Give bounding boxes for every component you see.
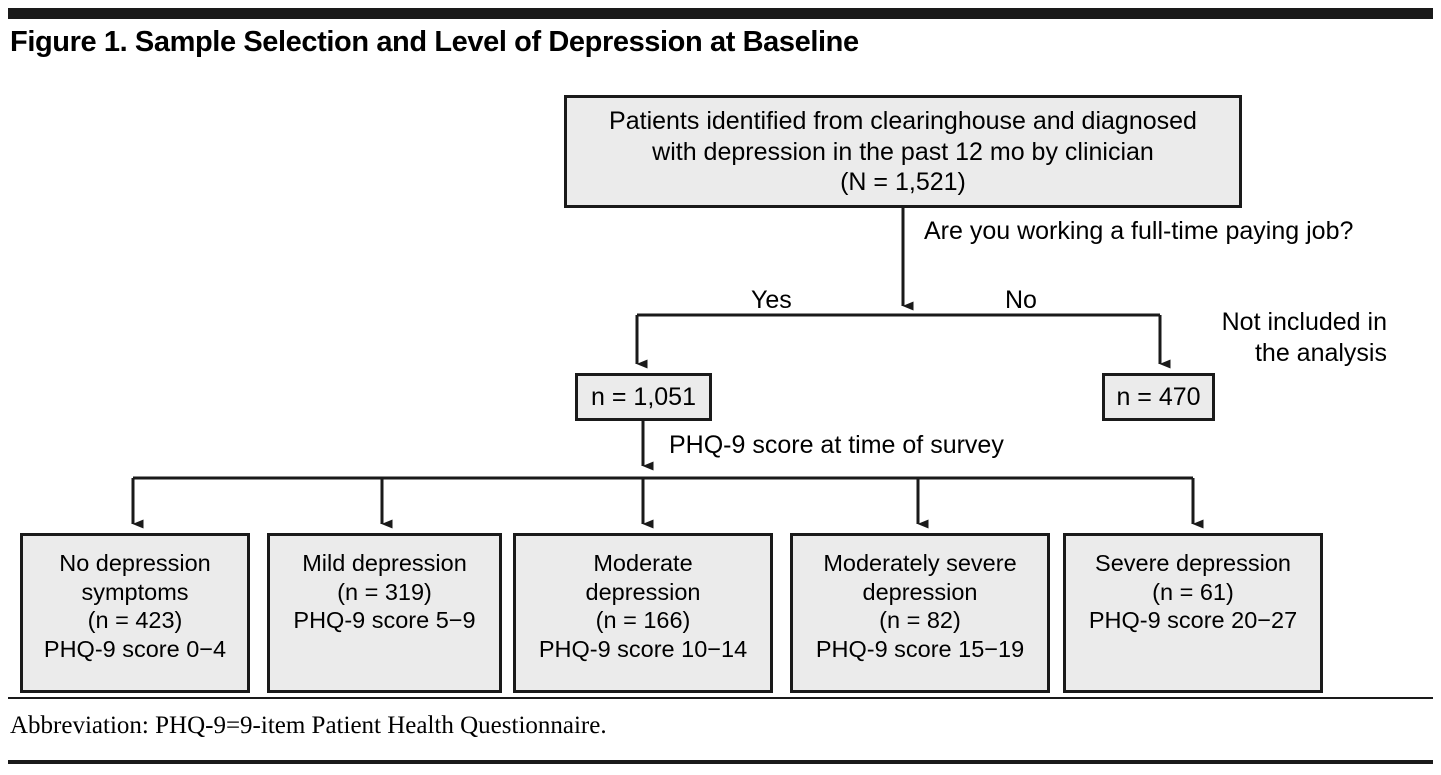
severity-2-count: (n = 166) [595,607,691,634]
severity-3-count: (n = 82) [879,607,961,634]
edge-label-phq-split: PHQ-9 score at time of survey [669,431,1004,459]
source-line-1: Patients identified from clearinghouse a… [609,107,1197,135]
severity-1-count: (n = 319) [337,578,432,605]
severity-0-count: (n = 423) [87,607,183,634]
severity-3-score: PHQ-9 score 15−19 [815,635,1025,662]
severity-3-line-1: Moderately severe [823,550,1017,576]
edge-label-screening-question: Are you working a full-time paying job? [924,217,1354,245]
severity-1-score: PHQ-9 score 5−9 [293,607,476,634]
severity-3-line-2: depression [862,578,978,605]
severity-2-line-2: depression [585,578,701,605]
source-line-2: with depression in the past 12 mo by cli… [652,137,1154,166]
severity-2-line-1: Moderate [593,550,693,576]
severity-0-line-2: symptoms [81,578,189,605]
severity-2-score: PHQ-9 score 10−14 [538,635,748,662]
excluded-note-line-1: Not included in [1221,308,1387,336]
included-count-label: n = 1,051 [591,382,696,411]
node-included-count: n = 1,051 [575,373,712,421]
severity-0-score: PHQ-9 score 0−4 [43,635,227,662]
node-severity-no-depression: No depression symptoms (n = 423) PHQ-9 s… [20,533,250,693]
bottom-rule [8,760,1433,764]
footnote-top-rule [8,697,1433,699]
node-excluded-count: n = 470 [1102,373,1215,421]
edge-label-no: No [1005,286,1037,314]
node-severity-mild: Mild depression (n = 319) PHQ-9 score 5−… [267,533,502,693]
figure-title: Figure 1. Sample Selection and Level of … [10,26,859,58]
node-source-population: Patients identified from clearinghouse a… [564,95,1242,208]
excluded-note-line-2: the analysis [1254,338,1387,367]
severity-1-line-1: Mild depression [302,550,467,576]
top-rule [8,8,1433,19]
node-severity-moderate: Moderate depression (n = 166) PHQ-9 scor… [513,533,773,693]
severity-4-line-1: Severe depression [1095,550,1291,576]
node-severity-moderately-severe: Moderately severe depression (n = 82) PH… [790,533,1050,693]
source-line-3: (N = 1,521) [840,168,966,196]
edge-label-excluded-note: Not included in the analysis [1197,307,1387,368]
severity-4-score: PHQ-9 score 20−27 [1088,607,1298,634]
severity-4-count: (n = 61) [1152,578,1234,605]
node-severity-severe: Severe depression (n = 61) PHQ-9 score 2… [1063,533,1323,693]
excluded-count-label: n = 470 [1116,382,1201,411]
figure-footnote: Abbreviation: PHQ-9=9-item Patient Healt… [10,712,607,739]
severity-0-line-1: No depression [59,550,211,576]
edge-label-yes: Yes [751,286,792,314]
